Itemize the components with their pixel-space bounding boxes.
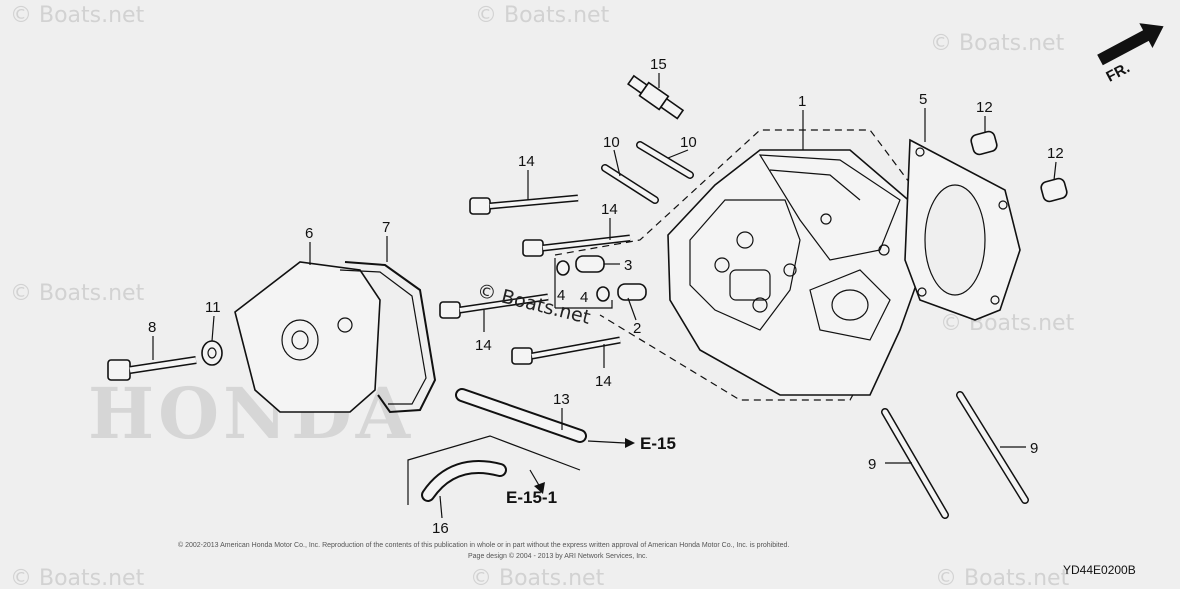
callout-15[interactable]: 15: [650, 56, 667, 73]
breather-tube[interactable]: [455, 388, 587, 443]
watermark-bottom-right: © Boats.net: [935, 566, 1070, 589]
assembly-outline: [554, 129, 946, 401]
spark-plug[interactable]: [626, 73, 685, 121]
arrow-down-icon: [534, 482, 545, 494]
diagram-code: YD44E0200B: [1063, 563, 1136, 577]
callout-8[interactable]: 8: [148, 319, 156, 336]
stud-bolt-b[interactable]: [636, 141, 694, 179]
flange-bolt-bottom[interactable]: [511, 336, 621, 365]
breather-hose[interactable]: [421, 460, 507, 502]
head-cover-gasket[interactable]: [339, 261, 437, 414]
arrow-right-icon: [625, 438, 635, 448]
callout-9-right[interactable]: 9: [1030, 440, 1038, 457]
washer-upper[interactable]: [556, 260, 570, 276]
callout-3[interactable]: 3: [624, 257, 632, 274]
callout-13[interactable]: 13: [553, 391, 570, 408]
callout-16[interactable]: 16: [432, 520, 449, 537]
callout-labels: 1 2 3 4 4 5 6 7 8 9 9 10 10 11 12 12 13 …: [148, 56, 1064, 537]
flange-bolt-top[interactable]: [469, 194, 579, 215]
callout-14-lower-mid[interactable]: 14: [475, 337, 492, 354]
watermark-bottom-left: © Boats.net: [10, 566, 145, 589]
flange-bolt-lower-mid[interactable]: [439, 293, 549, 319]
washer-bracket: [554, 258, 613, 309]
flange-bolt-upper-mid[interactable]: [522, 234, 631, 257]
callout-14-bottom[interactable]: 14: [595, 373, 612, 390]
washer-lower[interactable]: [596, 286, 610, 302]
callout-11[interactable]: 11: [205, 299, 221, 316]
watermark-top-center: © Boats.net: [475, 3, 610, 28]
callout-14-upper-mid[interactable]: 14: [601, 201, 618, 218]
dowel-pin-lower[interactable]: [1040, 177, 1068, 203]
callout-6[interactable]: 6: [305, 225, 313, 242]
long-stud-right[interactable]: [956, 391, 1029, 504]
arrow-icon: [1097, 23, 1164, 66]
watermark-top-right: © Boats.net: [930, 31, 1065, 56]
collar-upper[interactable]: [575, 255, 605, 273]
callout-12-upper[interactable]: 12: [976, 99, 993, 116]
watermark-mid-left: © Boats.net: [10, 281, 145, 306]
dowel-pin-upper[interactable]: [970, 130, 998, 156]
stud-bolt-a[interactable]: [601, 164, 659, 204]
callout-4-lower[interactable]: 4: [580, 289, 588, 306]
head-cover[interactable]: [234, 261, 381, 413]
callout-14-top[interactable]: 14: [518, 153, 535, 170]
callout-9-left[interactable]: 9: [868, 456, 876, 473]
copyright-line-1: © 2002-2013 American Honda Motor Co., In…: [178, 541, 789, 549]
center-watermark: © Boats.net: [475, 280, 593, 329]
cover-bolt[interactable]: [107, 356, 197, 381]
callout-4-upper[interactable]: 4: [557, 287, 565, 304]
watermarks: © Boats.net © Boats.net © Boats.net © Bo…: [10, 3, 1075, 589]
callout-7[interactable]: 7: [382, 219, 390, 236]
callout-10-right[interactable]: 10: [680, 134, 697, 151]
reference-e-15[interactable]: E-15: [640, 434, 676, 453]
long-stud-left[interactable]: [881, 408, 949, 519]
callout-1[interactable]: 1: [798, 93, 806, 110]
watermark-bottom-center: © Boats.net: [470, 566, 605, 589]
grommet[interactable]: [201, 340, 223, 366]
front-direction-arrow: FR.: [1097, 23, 1164, 86]
head-gasket[interactable]: [904, 138, 1021, 321]
callout-2[interactable]: 2: [633, 320, 641, 337]
callout-10-left[interactable]: 10: [603, 134, 620, 151]
copyright-line-2: Page design © 2004 - 2013 by ARI Network…: [468, 552, 648, 560]
collar-lower[interactable]: [617, 283, 647, 301]
watermark-top-left: © Boats.net: [10, 3, 145, 28]
hose-bracket: [407, 435, 581, 505]
direction-label: FR.: [1103, 59, 1132, 85]
leader-lines: [152, 73, 1057, 519]
callout-5[interactable]: 5: [919, 91, 927, 108]
reference-e-15-1[interactable]: E-15-1: [506, 488, 557, 507]
reference-arrows: [529, 438, 635, 494]
callout-12-lower[interactable]: 12: [1047, 145, 1064, 162]
cylinder-head[interactable]: [667, 149, 926, 396]
